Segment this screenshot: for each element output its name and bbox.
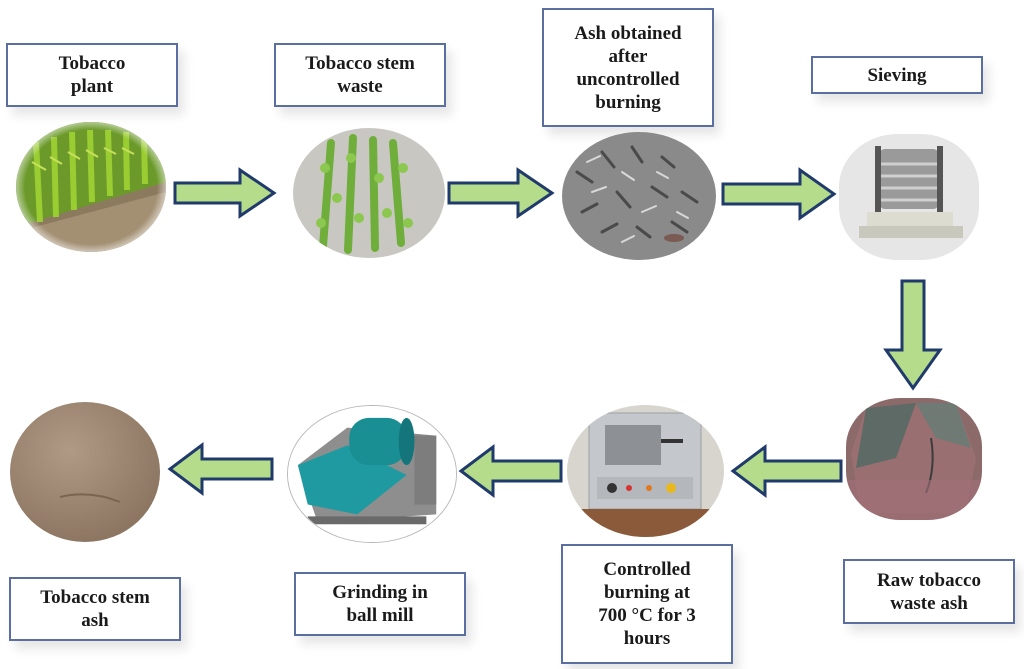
- muffle-furnace-photo: [567, 405, 724, 537]
- arrow-ash-to-sieving: [721, 167, 837, 221]
- grey-ash-pile-photo: [562, 132, 716, 260]
- label-ash-uncontrolled: Ash obtained after uncontrolled burning: [542, 8, 714, 127]
- ball-mill-machine-photo: [287, 405, 457, 543]
- arrow-sieving-to-raw-ash: [883, 279, 943, 391]
- label-tobacco-plant: Tobacco plant: [6, 43, 178, 107]
- label-tobacco-stem-ash: Tobacco stem ash: [9, 577, 181, 641]
- tobacco-field-photo: [16, 122, 166, 252]
- fine-brown-powder-photo: [10, 402, 160, 542]
- arrow-stem-waste-to-ash: [447, 167, 555, 219]
- label-ball-mill: Grinding in ball mill: [294, 572, 466, 636]
- sieve-shaker-photo: [839, 134, 979, 260]
- label-tobacco-stem-waste: Tobacco stem waste: [274, 43, 446, 107]
- label-sieving: Sieving: [811, 56, 983, 94]
- arrow-raw-ash-to-burning: [730, 444, 843, 498]
- arrow-plant-to-stem-waste: [173, 167, 277, 219]
- reddish-ash-heap-photo: [846, 398, 982, 520]
- arrow-ball-mill-to-stem-ash: [167, 442, 274, 496]
- label-raw-ash: Raw tobacco waste ash: [843, 559, 1015, 624]
- arrow-burning-to-ball-mill: [458, 444, 563, 498]
- label-controlled-burning: Controlled burning at 700 °C for 3 hours: [561, 544, 733, 664]
- green-stems-photo: [293, 128, 445, 258]
